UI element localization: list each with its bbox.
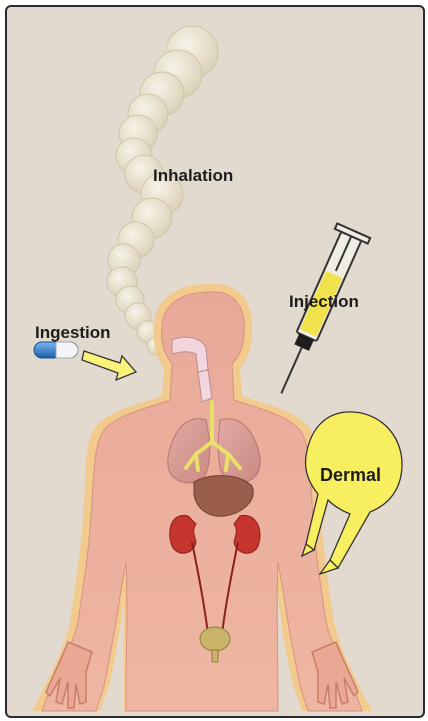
syringe-icon <box>265 223 370 400</box>
pill-capsule-icon <box>34 342 78 358</box>
inhalation-label: Inhalation <box>153 166 233 186</box>
dermal-label: Dermal <box>320 465 381 486</box>
diagram-frame: Inhalation Injection Ingestion Dermal <box>5 5 425 718</box>
ingestion-label: Ingestion <box>35 323 111 343</box>
bladder <box>200 627 230 651</box>
ingestion-arrow-icon <box>82 351 136 380</box>
injection-label: Injection <box>289 292 359 312</box>
exposure-routes-illustration <box>7 7 423 716</box>
